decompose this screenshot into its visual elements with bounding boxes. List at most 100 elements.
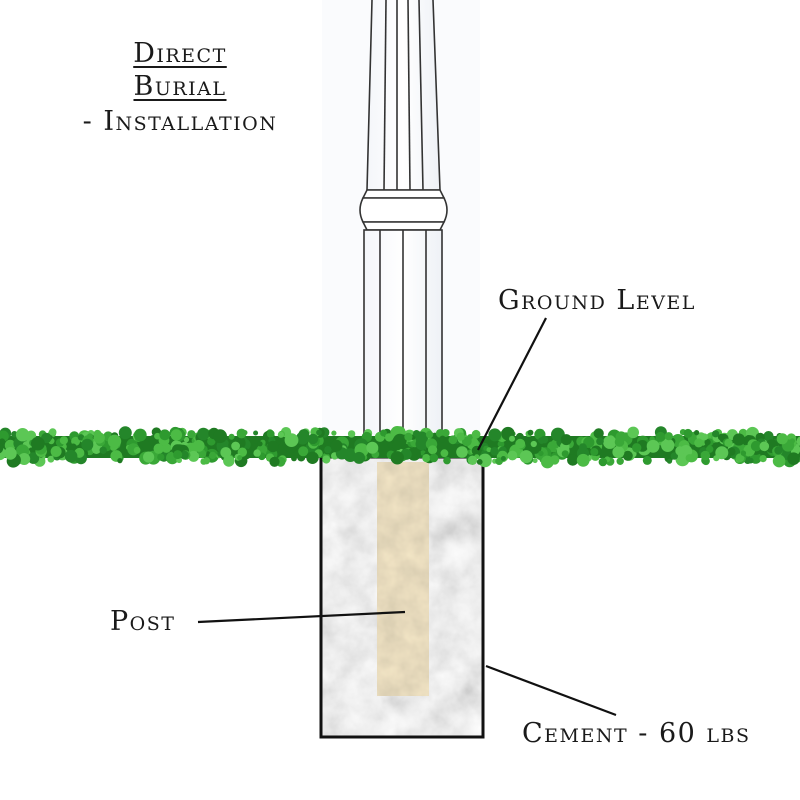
grass-tuft [0,442,4,454]
post-label: Post [110,606,176,637]
grass-tuft [324,446,332,454]
grass-tuft [706,445,714,453]
grass-tuft [701,433,708,441]
post-leader-line [197,610,406,624]
title-line-1: Direct [133,38,227,69]
grass-tuft [153,443,164,454]
grass-tuft [0,438,6,445]
grass-tuft [603,435,617,449]
grass-tuft [655,431,666,442]
pole-collar [359,197,448,223]
grass-tuft [661,438,675,452]
grass-tuft [223,455,235,467]
grass-tuft [107,434,122,448]
grass-tuft [646,439,660,453]
post-in-ground [377,462,429,696]
grass-tuft [47,455,55,463]
grass-tuft [183,436,190,443]
grass-tuft [497,440,505,448]
grass-tuft [207,437,216,446]
grass-tuft [530,440,537,448]
grass-tuft [267,440,279,453]
grass-tuft [200,458,207,465]
ground-level-label: Ground Level [498,285,696,316]
grass-tuft [540,435,549,444]
title-subtitle: - Installation [82,106,278,137]
grass-tuft [670,452,678,460]
grass-tuft [77,434,85,441]
grass-tuft [456,446,468,458]
grass-tuft [284,433,299,447]
grass-tuft [578,443,587,452]
grass-tuft [471,429,481,439]
grass-tuft [231,441,241,451]
grass-tuft [488,428,502,442]
grass-tuft [486,447,492,453]
grass-tuft [632,443,642,453]
grass-tuft [538,450,544,457]
grass-tuft [614,437,625,447]
grass-tuft [366,441,379,454]
grass-tuft [91,445,101,454]
grass-tuft [515,432,524,441]
grass-tuft [527,429,534,436]
grass-tuft [735,453,745,463]
cement-label: Cement - 60 lbs [522,718,751,749]
grass-tuft [48,428,57,436]
cement-leader-line [485,664,617,717]
pole-collar [361,221,446,231]
grass-tuft [306,451,319,464]
grass-tuft [515,438,526,449]
pole-flute [383,0,387,191]
grass-tuft [507,450,518,461]
grass-tuft [560,434,572,446]
grass-tuft [576,453,590,467]
grass-tuft [642,455,652,465]
grass-tuft [192,439,205,452]
grass-tuft [266,430,275,438]
grass-tuft [291,455,297,462]
grass-tuft [213,429,228,444]
grass-tuft [467,455,478,465]
grass-tuft [18,453,31,465]
grass-tuft [796,436,800,446]
grass-tuft [561,450,569,458]
grass-tuft [387,442,394,449]
grass-tuft [675,446,685,456]
title-line-2: Burial [133,71,227,102]
grass-tuft [4,447,17,460]
grass-tuft [180,450,189,460]
grass-tuft [269,456,280,467]
grass-tuft [776,433,788,445]
grass-tuft [209,451,217,459]
grass-tuft [724,438,733,447]
grass-tuft [664,432,673,441]
grass-tuft [622,450,633,461]
grass-tuft [467,434,473,440]
decorative-pole [359,0,448,453]
grass-tuft [197,427,210,441]
grass-tuft [170,429,183,441]
grass-tuft [627,426,639,439]
grass-tuft [456,432,465,441]
grass-tuft [428,445,438,455]
grass-tuft [500,456,506,461]
grass-tuft [187,430,196,439]
grass-tuft [413,430,420,437]
grass-tuft [666,458,673,464]
grass-tuft [727,447,736,456]
grass-tuft [220,447,232,458]
ground-level-leader-line [477,317,547,451]
grass-tuft [392,440,403,451]
grass-tuft [747,457,754,464]
grass-tuft [257,441,263,447]
grass-tuft [50,446,62,457]
grass-tuft [173,450,183,460]
grass-tuft [143,451,155,463]
grass-tuft [694,430,700,436]
grass-tuft [242,430,248,436]
grass-tuft [439,435,446,443]
grass-tuft [353,451,366,464]
